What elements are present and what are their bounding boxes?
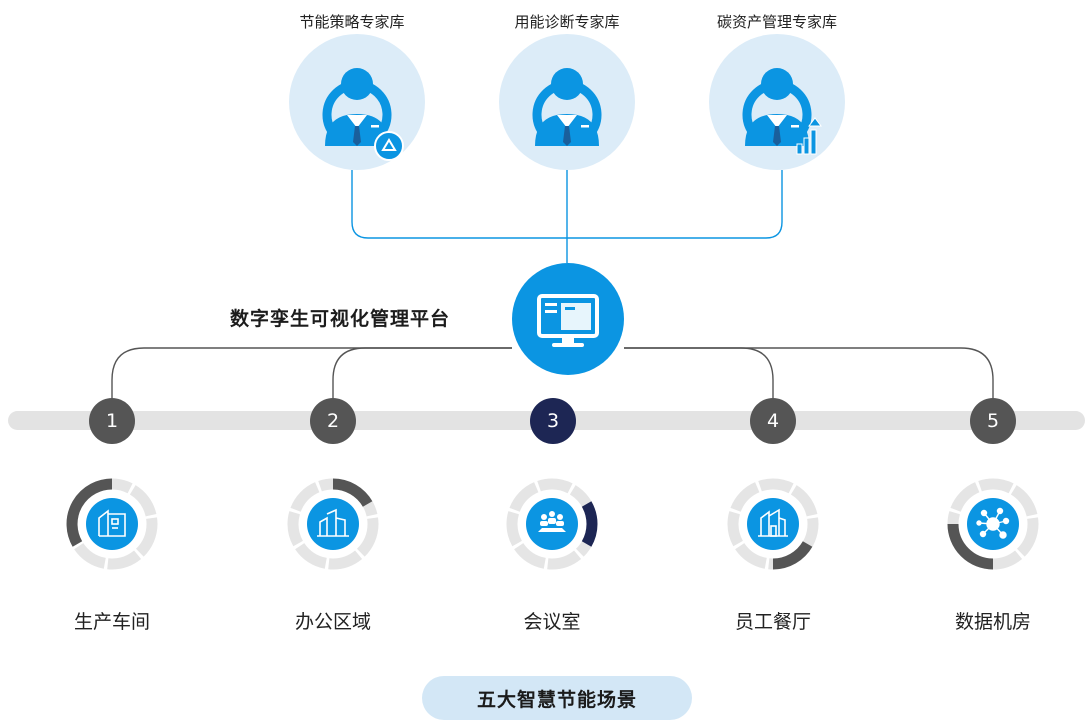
scene-icon-meeting-room (502, 474, 602, 574)
scene-label-data-center: 数据机房 (954, 611, 1031, 633)
network-hub-icon (976, 507, 1010, 539)
footer-caption: 五大智慧节能场景 (422, 676, 692, 720)
monitor-icon (537, 294, 599, 347)
footer-caption-text: 五大智慧节能场景 (476, 689, 637, 711)
scene-label-production-workshop: 生产车间 (73, 611, 150, 633)
expert-label-energy-diagnosis: 用能诊断专家库 (514, 13, 620, 31)
expert-label-carbon-asset: 碳资产管理专家库 (716, 13, 837, 31)
step-number-5: 5 (970, 398, 1016, 444)
expert-avatar-carbon-asset (709, 34, 845, 170)
scene-icon-staff-canteen (723, 474, 823, 574)
platform-title: 数字孪生可视化管理平台 (230, 308, 451, 330)
step-number-2: 2 (310, 398, 356, 444)
platform-node (512, 263, 624, 375)
scene-label-office-area: 办公区域 (294, 611, 371, 633)
expert-label-energy-strategy: 节能策略专家库 (299, 13, 405, 31)
scene-label-staff-canteen: 员工餐厅 (734, 611, 811, 633)
meeting-room-icon (538, 511, 566, 532)
office-building-icon (317, 508, 349, 537)
step-number-1: 1 (89, 398, 135, 444)
canteen-building-icon (758, 508, 788, 537)
scene-icon-data-center (943, 474, 1043, 574)
step-number-4: 4 (750, 398, 796, 444)
factory-building-icon (98, 509, 126, 537)
expert-avatar-energy-strategy (289, 34, 425, 170)
bar-chart-up-icon (796, 117, 822, 155)
step-number-3: 3 (530, 398, 576, 444)
scene-icon-production-workshop (62, 474, 162, 574)
recycle-icon (374, 131, 404, 161)
expert-avatar-energy-diagnosis (499, 34, 635, 170)
scene-label-meeting-room: 会议室 (523, 611, 581, 633)
scene-icon-office-area (283, 474, 383, 574)
